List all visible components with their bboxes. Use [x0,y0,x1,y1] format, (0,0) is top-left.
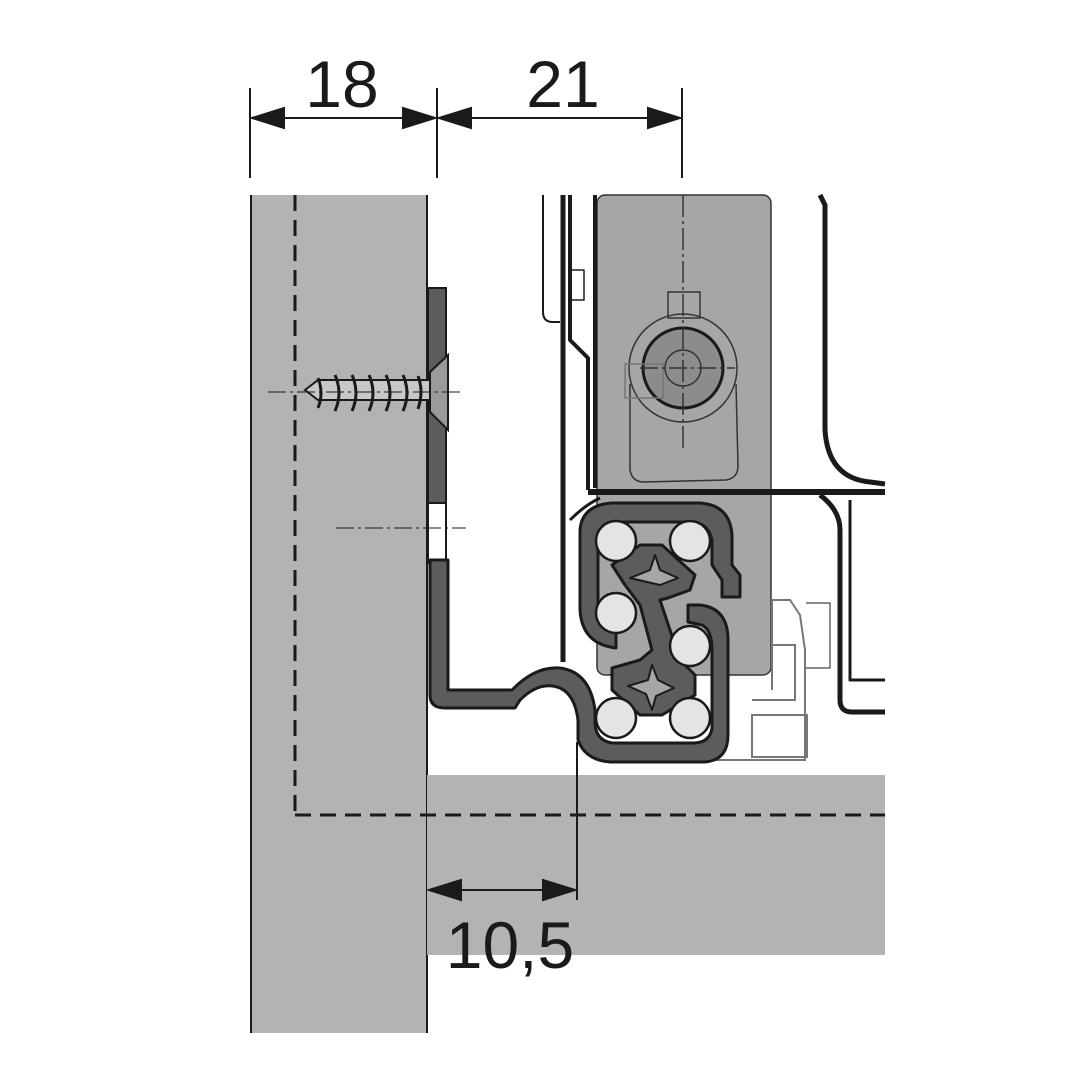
ball-bearings [594,519,712,740]
ball-bearing [594,519,638,563]
dimension-label-10-5: 10,5 [446,908,574,982]
screw-icon [268,352,466,529]
ball-bearing [668,519,712,563]
runner-clip [715,599,831,761]
dimension-18 [248,88,439,178]
cabinet-side-panel [250,195,428,1033]
ball-bearing [594,591,638,635]
drawer-front-profile [542,193,886,715]
dimension-label-21: 21 [526,47,599,121]
hidden-edge-dashed [293,195,885,817]
dimension-label-18: 18 [305,47,378,121]
ball-bearing [594,696,638,740]
ball-bearing [668,696,712,740]
ball-bearing [668,624,712,668]
dimension-10-5 [425,742,579,902]
locking-device [624,195,739,483]
dimension-21 [435,88,684,178]
cabinet-bottom-panel [427,775,885,955]
